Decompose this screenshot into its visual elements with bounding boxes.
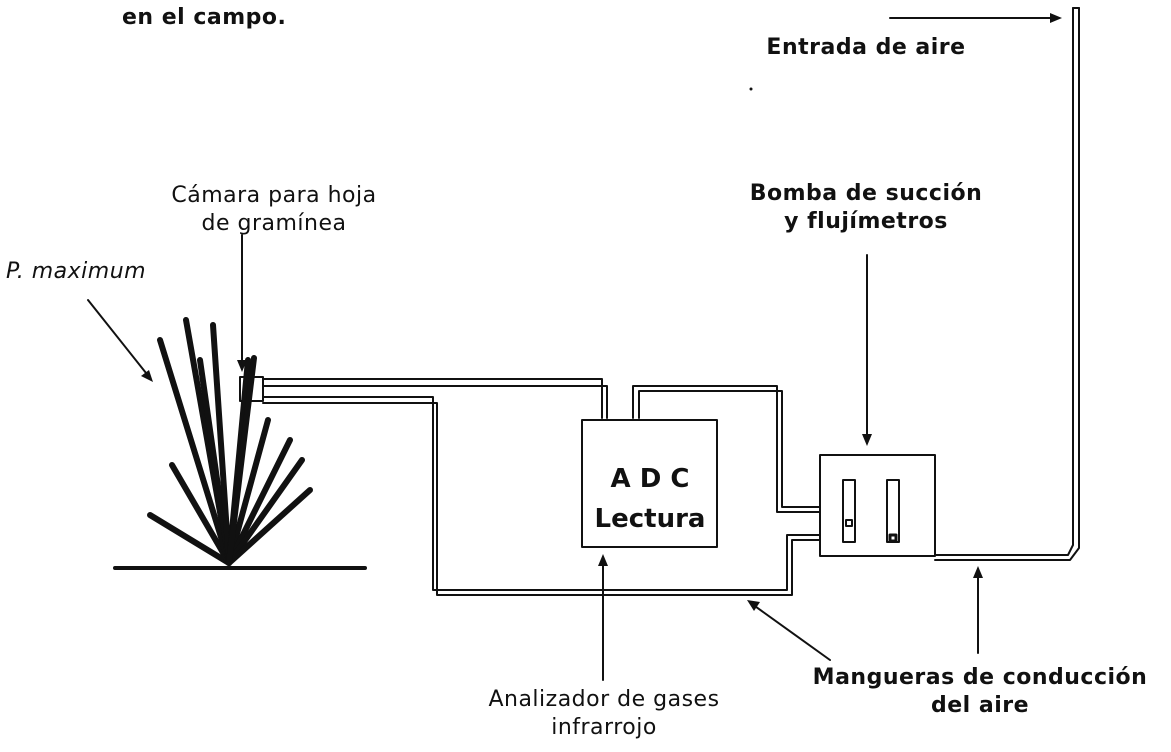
flowmeter-left [842, 479, 856, 543]
label-hoses-1: Mangueras de conducción [812, 665, 1148, 690]
label-air-inlet: Entrada de aire [766, 35, 966, 60]
adc-label: A D C [610, 464, 690, 494]
air-hoses [262, 7, 1080, 596]
label-leaf-chamber-1: Cámara para hoja [171, 183, 377, 208]
arrow-hoses-diag [751, 603, 831, 661]
caption-tail: en el campo. [122, 5, 287, 30]
label-leaf-chamber-2: de gramínea [201, 211, 347, 236]
adc-analyzer-box [581, 419, 718, 548]
flowmeter-right [886, 479, 900, 543]
leaf-chamber [239, 376, 264, 402]
plant-p-maximum [147, 317, 313, 566]
label-analyzer-1: Analizador de gases [488, 687, 720, 712]
label-pump-1: Bomba de succión [749, 181, 983, 206]
arrow-species [87, 299, 151, 379]
label-pump-2: y flujímetros [784, 209, 948, 234]
label-species: P. maximum [6, 259, 147, 284]
pump-box [819, 454, 936, 557]
label-hoses-2: del aire [930, 693, 1030, 718]
label-analyzer-2: infrarrojo [551, 715, 657, 740]
adc-reading-label: Lectura [594, 504, 706, 534]
